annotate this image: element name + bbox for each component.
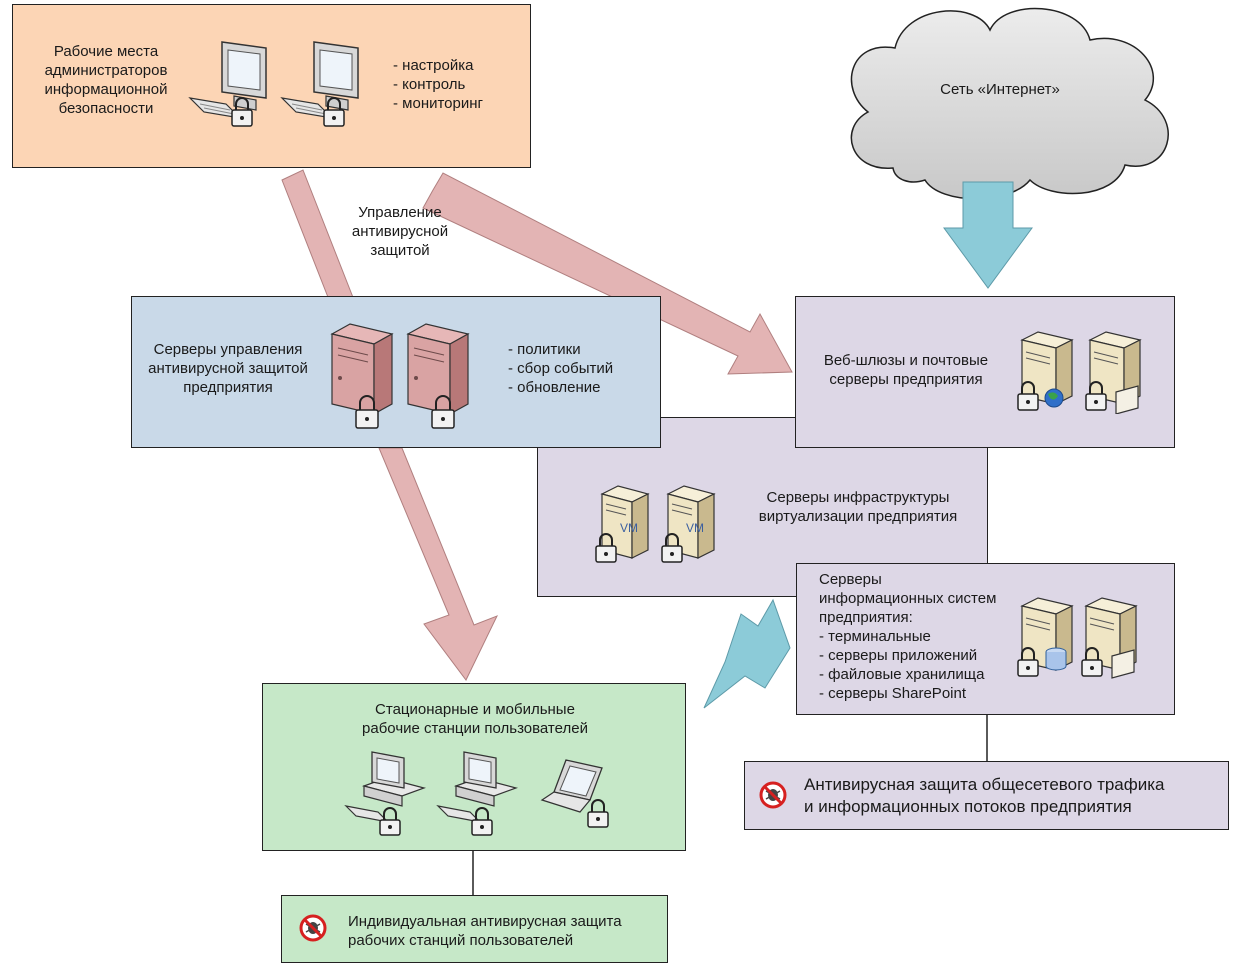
- admin-workstation-icon: [188, 41, 267, 127]
- no-virus-icon: [759, 781, 787, 809]
- admin-to-web-arrow: [422, 172, 793, 375]
- network-av-box: [744, 761, 1229, 830]
- admin-title: Рабочие места администраторов информацио…: [44, 43, 168, 117]
- virtualization-title: Серверы инфраструктуры виртуализации пре…: [758, 489, 958, 525]
- mgmt-task-list: - политики - сбор событий - обновление: [508, 341, 614, 396]
- mgmt-server-icon: [406, 323, 470, 429]
- web-title: Веб-шлюзы и почтовые серверы предприятия: [823, 352, 989, 388]
- av-management-servers-box: [131, 296, 661, 448]
- no-virus-icon: [299, 914, 327, 942]
- svg-text:VM: VM: [620, 521, 638, 535]
- individual-av-text: Индивидуальная антивирусная защита рабоч…: [348, 913, 622, 949]
- admin-task-list: - настройка - контроль - мониторинг: [393, 57, 483, 112]
- internet-label: Сеть «Интернет»: [940, 81, 1060, 98]
- vm-server-icon: VM: [595, 485, 650, 563]
- mgmt-server-icon: [330, 323, 394, 429]
- mail-server-icon: [1085, 331, 1142, 414]
- is-to-workstations-arrow: [703, 598, 791, 709]
- individual-av-box: [281, 895, 668, 963]
- laptop-icon: [540, 759, 609, 828]
- mgmt-title: Серверы управления антивирусной защитой …: [148, 341, 308, 396]
- arrow-label: Управление антивирусной защитой: [351, 204, 449, 259]
- database-server-icon: [1017, 597, 1074, 677]
- web-gateway-server-icon: [1017, 331, 1074, 411]
- desktop-workstation-icon: [436, 751, 519, 836]
- is-text: Серверы информационных систем предприяти…: [819, 571, 997, 702]
- mgmt-to-workstations-arrow: [378, 447, 499, 681]
- workstations-title: Стационарные и мобильные рабочие станции…: [362, 701, 588, 737]
- vm-server-icon: VM: [661, 485, 716, 563]
- internet-to-web-arrow: [943, 181, 1033, 289]
- internet-cloud: [850, 7, 1169, 200]
- svg-text:VM: VM: [686, 521, 704, 535]
- desktop-workstation-icon: [344, 751, 427, 836]
- network-av-text: Антивирусная защита общесетевого трафика…: [804, 775, 1165, 816]
- admin-workstation-icon: [280, 41, 359, 127]
- file-server-icon: [1081, 597, 1138, 679]
- admin-workstations-box: [12, 4, 531, 168]
